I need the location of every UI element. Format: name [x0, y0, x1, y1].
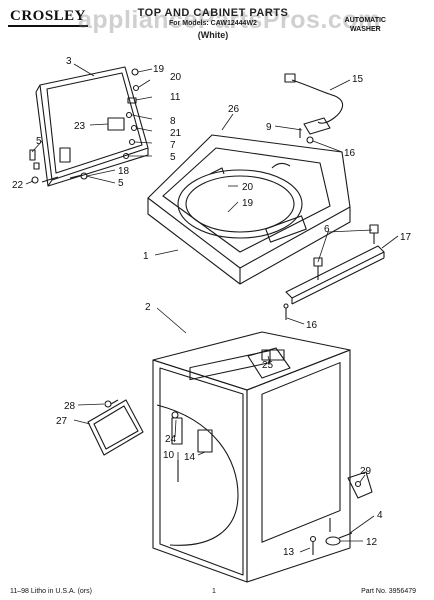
diagram-title: TOP AND CABINET PARTS [137, 7, 289, 19]
lid-hardware [29, 68, 140, 184]
callout-7: 7 [170, 140, 176, 151]
callout-9: 9 [266, 122, 272, 133]
color-note: (White) [197, 30, 229, 40]
callout-6: 6 [324, 224, 330, 235]
rear-channel [283, 224, 385, 320]
callout-20-lid: 20 [170, 72, 182, 83]
cabinet-inner-parts [171, 411, 213, 482]
callout-10: 10 [163, 450, 175, 461]
washer-top [147, 134, 351, 285]
callout-1: 1 [143, 251, 149, 262]
callout-17: 17 [400, 232, 412, 243]
access-panel [87, 399, 144, 456]
lid-switch-harness [284, 73, 344, 144]
callout-16-switch: 16 [344, 148, 356, 159]
callout-21: 21 [170, 128, 182, 139]
callout-labels: 3 19 20 11 8 21 7 5 23 5 18 5 22 15 9 16… [12, 56, 412, 558]
callout-5-lid: 5 [170, 152, 176, 163]
callout-4: 4 [377, 510, 383, 521]
callout-19-top: 19 [242, 198, 254, 209]
product-line-1: AUTOMATIC [344, 17, 386, 24]
callout-5-front: 5 [118, 178, 124, 189]
watermark: appliancePartsPros.com [78, 6, 381, 34]
brand-logo: CROSLEY [8, 8, 89, 27]
callout-22: 22 [12, 180, 24, 191]
page-number: 1 [212, 588, 216, 595]
callout-27: 27 [56, 416, 68, 427]
callout-5-hinge: 5 [36, 136, 42, 147]
callout-23: 23 [74, 121, 86, 132]
callout-16-channel: 16 [306, 320, 318, 331]
callout-13: 13 [283, 547, 295, 558]
callout-12: 12 [366, 537, 378, 548]
callout-18: 18 [118, 166, 130, 177]
lid-assembly [35, 66, 149, 187]
product-type: AUTOMATIC WASHER [345, 16, 386, 34]
callout-8: 8 [170, 116, 176, 127]
litho-note: 11–98 Litho in U.S.A. (ors) [10, 588, 92, 595]
cabinet [152, 331, 351, 583]
part-number: Part No. 3956479 [361, 588, 416, 595]
callout-20-top: 20 [242, 182, 254, 193]
callout-25: 25 [262, 360, 274, 371]
callout-19-lid: 19 [153, 64, 165, 75]
callout-26: 26 [228, 104, 240, 115]
callout-15: 15 [352, 74, 364, 85]
callout-11: 11 [170, 92, 181, 103]
leg-bracket [309, 471, 373, 555]
callout-2: 2 [145, 302, 151, 313]
product-line-2: WASHER [349, 26, 381, 33]
leader-lines [25, 63, 399, 553]
callout-28: 28 [64, 401, 76, 412]
callout-24: 24 [165, 434, 177, 445]
callout-29: 29 [360, 466, 372, 477]
callout-3: 3 [66, 56, 72, 67]
model-subtitle: For Models: CAW12444W2 [169, 20, 257, 27]
callout-14: 14 [184, 452, 196, 463]
